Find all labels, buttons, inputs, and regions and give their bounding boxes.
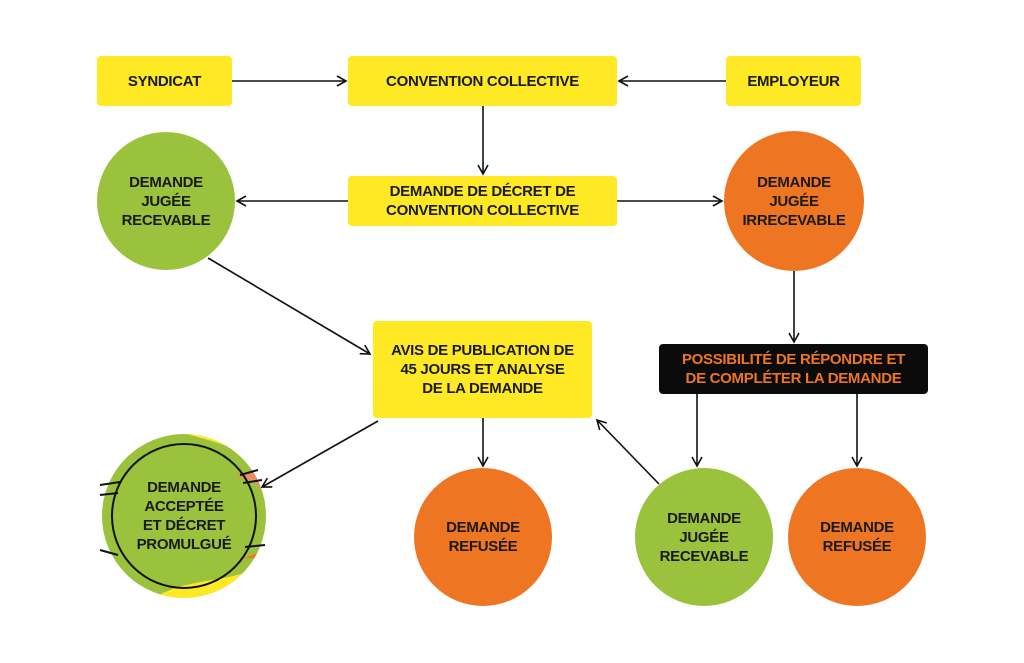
node-label: POSSIBILITÉ DE RÉPONDRE ET DE COMPLÉTER …	[681, 351, 906, 387]
node-recevable-bottom: DEMANDE JUGÉE RECEVABLE	[635, 468, 773, 606]
node-refusee-right: DEMANDE REFUSÉE	[788, 468, 926, 606]
node-convention-collective: CONVENTION COLLECTIVE	[348, 56, 617, 106]
arrow-recevable-avis-back	[595, 418, 660, 485]
node-acceptee: DEMANDE ACCEPTÉE ET DÉCRET PROMULGUÉ	[112, 444, 256, 588]
node-label: DEMANDE DE DÉCRET DE CONVENTION COLLECTI…	[386, 183, 579, 219]
node-irrecevable: DEMANDE JUGÉE IRRECEVABLE	[724, 131, 864, 271]
node-syndicat: SYNDICAT	[97, 56, 232, 106]
node-label: DEMANDE JUGÉE RECEVABLE	[659, 509, 749, 565]
node-label: DEMANDE ACCEPTÉE ET DÉCRET PROMULGUÉ	[136, 479, 232, 553]
node-employeur: EMPLOYEUR	[726, 56, 861, 106]
node-label: DEMANDE REFUSÉE	[820, 519, 894, 555]
node-label: DEMANDE JUGÉE IRRECEVABLE	[742, 173, 846, 229]
node-label: CONVENTION COLLECTIVE	[386, 72, 579, 90]
node-label: SYNDICAT	[127, 72, 202, 90]
arrow-avis-acceptee	[260, 420, 379, 488]
node-refusee-mid: DEMANDE REFUSÉE	[414, 468, 552, 606]
node-demande-decret: DEMANDE DE DÉCRET DE CONVENTION COLLECTI…	[348, 176, 617, 226]
node-label: DEMANDE JUGÉE RECEVABLE	[121, 173, 211, 229]
arrow-recevable-avis	[207, 257, 372, 355]
node-label: AVIS DE PUBLICATION DE 45 JOURS ET ANALY…	[391, 342, 574, 397]
node-possibilite: POSSIBILITÉ DE RÉPONDRE ET DE COMPLÉTER …	[659, 344, 928, 394]
node-label: EMPLOYEUR	[747, 72, 840, 90]
node-avis-publication: AVIS DE PUBLICATION DE 45 JOURS ET ANALY…	[373, 321, 592, 418]
node-label: DEMANDE REFUSÉE	[446, 519, 520, 555]
node-recevable-left: DEMANDE JUGÉE RECEVABLE	[97, 132, 235, 270]
